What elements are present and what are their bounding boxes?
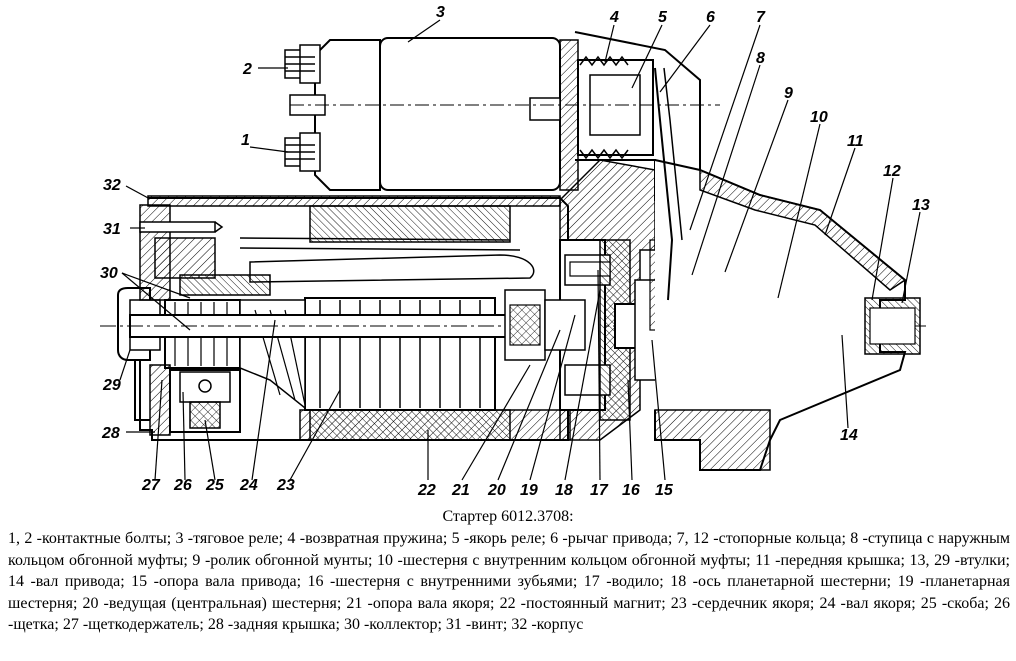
label-13: 13 bbox=[912, 197, 930, 214]
label-6: 6 bbox=[706, 9, 715, 26]
label-24: 24 bbox=[239, 477, 258, 494]
rear-block-hatched bbox=[154, 237, 216, 279]
label-4: 4 bbox=[609, 9, 619, 26]
label-19: 19 bbox=[520, 482, 538, 499]
label-23: 23 bbox=[276, 477, 295, 494]
label-21: 21 bbox=[451, 482, 470, 499]
label-30: 30 bbox=[100, 265, 118, 282]
contact-bolt-1 bbox=[284, 132, 321, 172]
figure-caption-legend: 1, 2 -контактные болты; 3 -тяговое реле;… bbox=[8, 530, 1010, 633]
brush-spring bbox=[189, 401, 221, 429]
label-12: 12 bbox=[883, 163, 901, 180]
label-5: 5 bbox=[658, 9, 668, 26]
label-2: 2 bbox=[242, 61, 252, 78]
label-11: 11 bbox=[847, 133, 864, 150]
label-32: 32 bbox=[103, 177, 121, 194]
front-cover-hatched-bottom bbox=[654, 409, 771, 471]
label-25: 25 bbox=[205, 477, 225, 494]
relay-mid-terminal bbox=[289, 94, 720, 121]
figure-caption-title: Стартер 6012.3708: bbox=[442, 508, 574, 525]
label-28: 28 bbox=[101, 425, 120, 442]
armature-winding-top bbox=[249, 254, 535, 283]
drawing-body bbox=[100, 31, 930, 471]
label-17: 17 bbox=[590, 482, 609, 499]
permanent-magnet-bottom bbox=[309, 409, 511, 441]
label-27: 27 bbox=[141, 477, 161, 494]
drive-lever bbox=[654, 67, 674, 301]
label-1: 1 bbox=[241, 132, 250, 149]
label-22: 22 bbox=[417, 482, 436, 499]
label-14: 14 bbox=[840, 427, 858, 444]
label-9: 9 bbox=[784, 85, 793, 102]
label-26: 26 bbox=[173, 477, 192, 494]
label-18: 18 bbox=[555, 482, 573, 499]
permanent-magnet-top bbox=[309, 205, 511, 243]
part-number-labels: 1 2 3 4 5 6 7 8 9 10 11 12 13 14 15 16 1… bbox=[100, 4, 930, 499]
screw-31 bbox=[139, 221, 216, 233]
relay-end-plate bbox=[559, 39, 579, 191]
label-31: 31 bbox=[103, 221, 121, 238]
label-16: 16 bbox=[622, 482, 640, 499]
label-8: 8 bbox=[756, 50, 765, 67]
sun-gear bbox=[544, 299, 586, 351]
leader-lines bbox=[119, 19, 921, 481]
housing-top-wall bbox=[147, 195, 561, 207]
label-7: 7 bbox=[756, 9, 766, 26]
label-10: 10 bbox=[810, 109, 828, 126]
starter-cross-section-drawing: 1 2 3 4 5 6 7 8 9 10 11 12 13 14 15 16 1… bbox=[100, 4, 930, 499]
label-20: 20 bbox=[487, 482, 506, 499]
label-15: 15 bbox=[655, 482, 674, 499]
label-29: 29 bbox=[102, 377, 121, 394]
label-3: 3 bbox=[436, 4, 445, 21]
contact-bolt-2 bbox=[284, 44, 321, 84]
return-spring bbox=[579, 55, 629, 160]
